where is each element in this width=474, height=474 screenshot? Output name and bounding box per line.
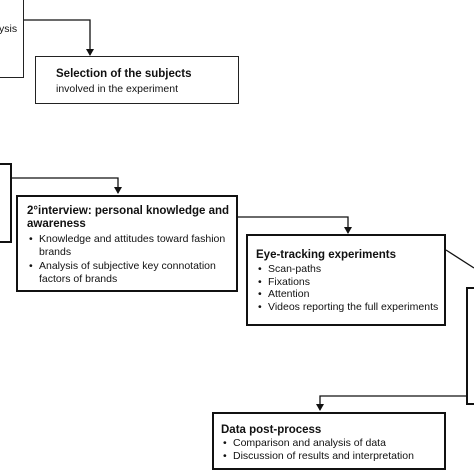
list-item: Knowledge and attitudes toward fashion b…: [27, 233, 230, 258]
list-item: Comparison and analysis of data: [221, 437, 440, 450]
list-item: Fixations: [256, 276, 440, 289]
postprocess-box: Data post-process Comparison and analysi…: [212, 412, 446, 470]
eyetracking-list: Scan-paths Fixations Attention Videos re…: [256, 263, 440, 313]
interview-box-title: 2°interview: personal knowledge and awar…: [27, 205, 230, 230]
arrow-to-interview: [12, 177, 122, 194]
list-item: Videos reporting the full experiments: [256, 301, 440, 314]
list-item: Attention: [256, 288, 440, 301]
eyetracking-box-title: Eye-tracking experiments: [256, 249, 396, 261]
list-item: Discussion of results and interpretation: [221, 450, 440, 463]
arrow-to-selection: [24, 19, 94, 56]
arrow-to-postprocess: [316, 395, 474, 411]
interview-list: Knowledge and attitudes toward fashion b…: [27, 233, 230, 285]
selection-box: Selection of the subjects involved in th…: [35, 56, 239, 104]
top-left-box: ysis: [0, 0, 24, 78]
list-item: Analysis of subjective key connotation f…: [27, 260, 230, 285]
arrow-to-eyetracking: [232, 216, 352, 234]
selection-box-title: Selection of the subjects: [56, 68, 192, 80]
interview-box: 2°interview: personal knowledge and awar…: [16, 195, 238, 292]
left-partial-box: [0, 163, 12, 243]
postprocess-box-title: Data post-process: [221, 424, 322, 436]
right-partial-box: [466, 287, 474, 405]
eyetracking-box: Eye-tracking experiments Scan-paths Fixa…: [246, 234, 446, 326]
postprocess-list: Comparison and analysis of data Discussi…: [221, 437, 440, 462]
connector-right-upper: [445, 249, 474, 269]
list-item: Scan-paths: [256, 263, 440, 276]
selection-box-subtitle: involved in the experiment: [56, 83, 178, 95]
top-left-box-text: ysis: [0, 23, 18, 35]
